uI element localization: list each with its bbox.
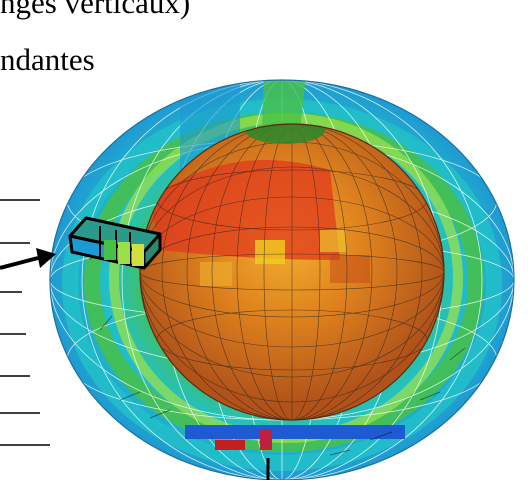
arrow-icon xyxy=(0,248,56,270)
caption-line-2: ndantes xyxy=(0,42,95,77)
grid-cell-box-icon xyxy=(68,216,162,270)
inner-core xyxy=(140,124,444,420)
caption-line-1: nges verticaux) xyxy=(0,0,191,20)
left-rules xyxy=(0,199,50,446)
